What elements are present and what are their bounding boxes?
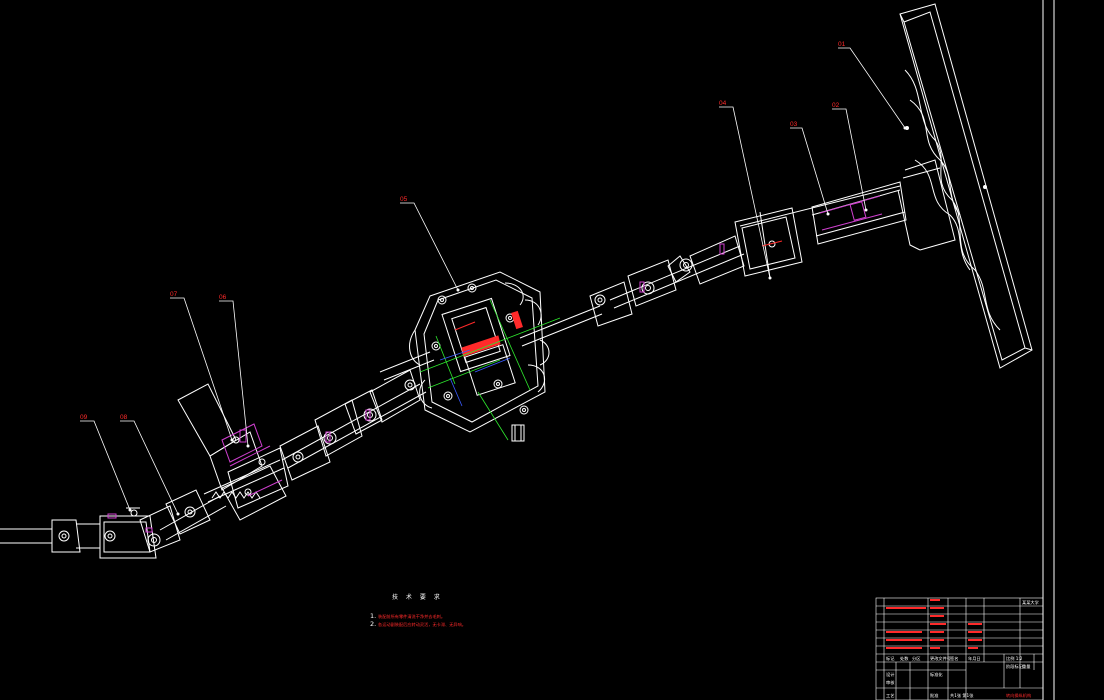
- part-label-08: 08: [120, 414, 128, 421]
- title-block-approve: 批准: [930, 692, 938, 699]
- part-label-09: 09: [80, 414, 88, 421]
- leader-dots: [128, 126, 907, 516]
- part-label-02: 02: [832, 102, 840, 109]
- title-block-header-sign: 签名: [950, 655, 958, 662]
- steering-column-upper: [739, 181, 907, 245]
- tech-req-note-2: 各运动副装配后应转动灵活，无卡滞、无异响。: [378, 621, 466, 628]
- lower-steering-shaft: [0, 489, 227, 559]
- title-block-school: 某某大学: [1022, 599, 1039, 606]
- title-block-process: 工艺: [886, 693, 894, 698]
- part-label-03: 03: [790, 121, 798, 128]
- title-block-sheet: 共1张 第1张: [950, 692, 974, 699]
- column-bearing-magenta: [819, 195, 883, 231]
- part-label-07: 07: [170, 291, 178, 298]
- part-label-04: 04: [719, 100, 727, 107]
- part-label-01: 01: [838, 41, 846, 48]
- title-block-drawing-name: 转向操纵机构: [1006, 692, 1031, 699]
- title-block-header-count: 处数: [900, 655, 909, 662]
- title-block-stage: 阶段标记: [1006, 663, 1024, 670]
- steering-gearbox: [379, 271, 603, 442]
- tech-req-title: 技 术 要 求: [392, 593, 443, 601]
- gearbox-red-parts: [454, 310, 523, 357]
- leader-lines: [80, 47, 906, 515]
- lower-yoke-magenta: [107, 513, 153, 533]
- title-block-header-mark: 标记: [886, 655, 895, 662]
- upper-intermediate-shaft: [589, 235, 745, 327]
- gearbox-center-lines: [419, 299, 561, 441]
- title-block-design: 设计: [886, 671, 894, 678]
- tech-req-note-1: 装配前所有零件清洗干净并去毛刺。: [378, 613, 445, 620]
- title-block-scale: 比例 1:2: [1006, 655, 1023, 662]
- power-cylinder-magenta: [221, 423, 283, 497]
- title-block-header-change: 更改文件号: [930, 655, 951, 662]
- tech-req-num-1: 1.: [370, 612, 376, 620]
- part-label-06: 06: [219, 294, 227, 301]
- title-block-header-zone: 分区: [912, 655, 920, 662]
- lower-intermediate-shaft: [279, 369, 427, 481]
- title-block-standard: 标准化: [930, 671, 943, 678]
- title-block-header-date: 年月日: [968, 655, 981, 662]
- title-block: [875, 597, 1044, 700]
- title-block-review: 审核: [886, 679, 895, 686]
- part-label-05: 05: [400, 196, 408, 203]
- tech-req-num-2: 2.: [370, 620, 376, 628]
- title-block-weight: 重量: [1022, 663, 1030, 670]
- gearbox-blue-lines: [439, 349, 511, 407]
- steering-wheel: [897, 3, 1033, 369]
- technical-requirements: 技 术 要 求 1. 装配前所有零件清洗干净并去毛刺。 2. 各运动副装配后应转…: [370, 593, 466, 628]
- title-block-red-cells: [886, 599, 982, 649]
- lower-joint-magenta: [325, 409, 371, 443]
- power-cylinder-assembly: [177, 383, 289, 521]
- drawing-frame: [1042, 0, 1055, 700]
- upper-joint-magenta: [639, 243, 725, 293]
